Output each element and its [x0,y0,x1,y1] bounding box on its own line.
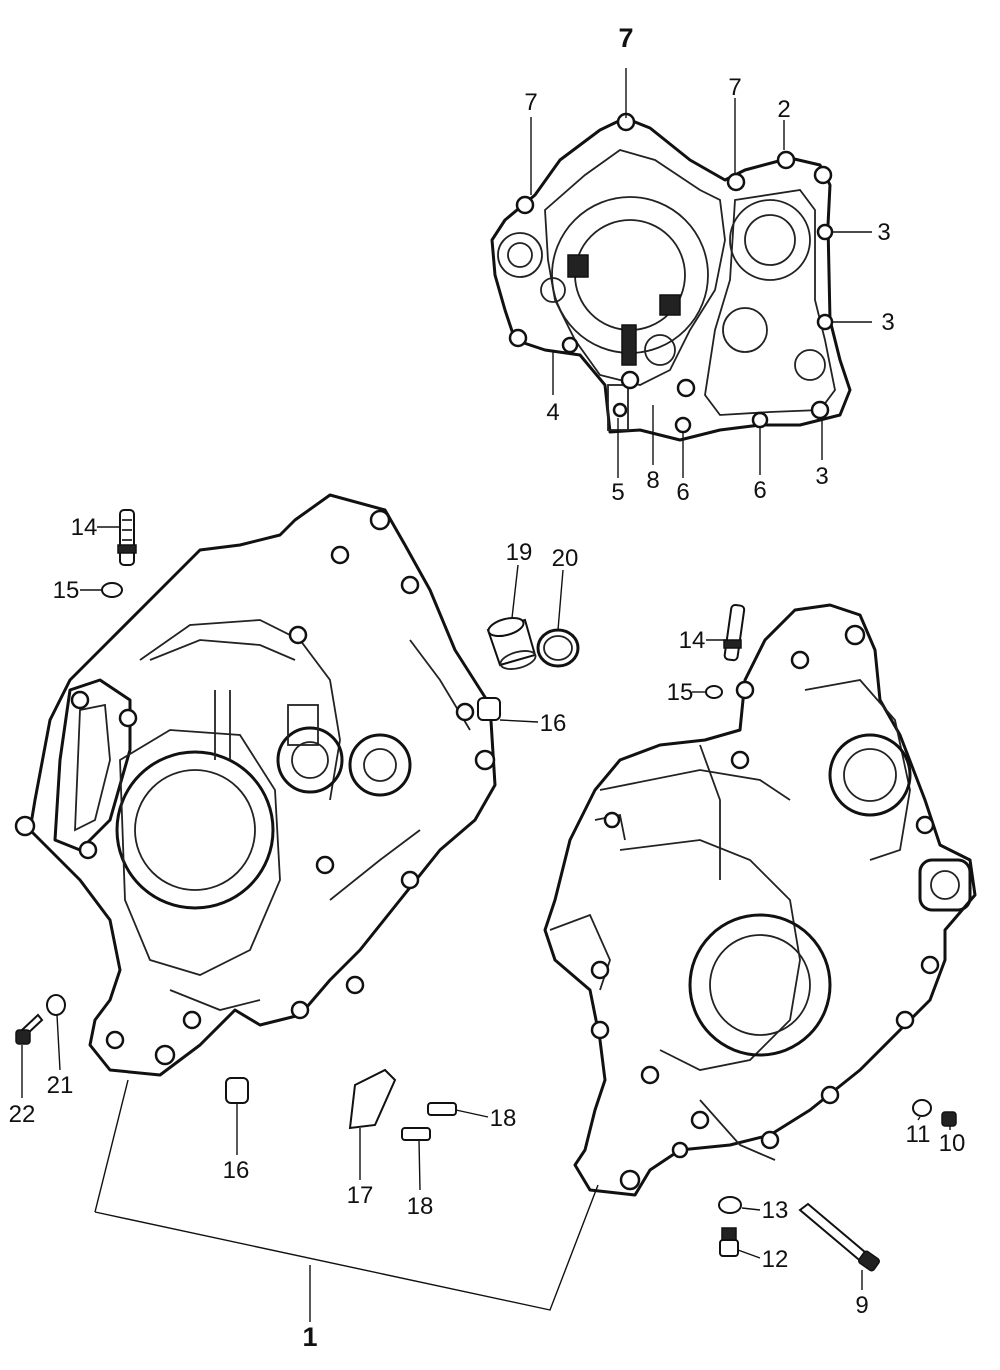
callout-14-left: 14 [71,514,98,541]
callout-20: 20 [552,545,579,572]
callout-21: 21 [47,1072,74,1099]
part-22-bolt [15,1013,44,1045]
part-9-long-bolt [798,1202,880,1272]
callout-9: 9 [855,1292,868,1319]
callout-12: 12 [762,1246,789,1273]
left-crankcase-half [14,493,497,1077]
leader-lines [21,68,951,1322]
part-19-bushing [486,616,537,670]
part-10-bolt [941,1111,957,1127]
part-21-washer [46,994,66,1016]
callout-16-bottom: 16 [223,1157,250,1184]
callout-5: 5 [611,479,624,506]
part-13-washer [718,1196,742,1214]
callout-11: 11 [906,1121,931,1148]
callout-16-top: 16 [540,710,567,737]
part-14-right [723,603,746,662]
callout-7-top: 7 [618,23,633,53]
callout-3-lower: 3 [815,463,828,490]
part-16-dowel-bottom [225,1077,249,1104]
right-crankcase-half [543,603,977,1197]
callout-14-right: 14 [679,627,706,654]
callout-13: 13 [762,1197,789,1224]
part-18-bolts [401,1102,457,1141]
part-15-right [705,685,723,699]
part-16-dowel-top [477,697,501,721]
callout-1: 1 [302,1322,317,1352]
callout-10: 10 [939,1130,966,1157]
callout-22: 22 [9,1101,36,1128]
part-14-left [117,509,137,566]
callout-3-upper: 3 [877,219,890,246]
callout-2: 2 [777,96,790,123]
callout-6-left: 6 [676,479,689,506]
callout-19: 19 [506,539,533,566]
crankcase-gasket [490,112,852,442]
callout-18-lower: 18 [407,1193,434,1220]
callout-18-upper: 18 [490,1105,517,1132]
callout-7-right: 7 [728,74,741,101]
callout-15-left: 15 [53,577,80,604]
callout-3-middle: 3 [881,309,894,336]
callout-17: 17 [347,1182,374,1209]
callout-4: 4 [546,399,559,426]
callout-labels: 7 7 7 2 3 3 4 5 8 6 6 3 14 15 19 20 16 1… [9,23,966,1352]
part-15-left [101,582,123,598]
hardware-parts [15,509,957,1272]
part-12-bolt [719,1227,739,1257]
part-17-plate [348,1068,397,1130]
callout-15-right: 15 [667,679,694,706]
part-20-o-ring [536,628,580,668]
callout-6-right: 6 [753,477,766,504]
callout-7-left: 7 [524,89,537,116]
callout-8: 8 [646,467,659,494]
part-11-washer [912,1099,932,1117]
